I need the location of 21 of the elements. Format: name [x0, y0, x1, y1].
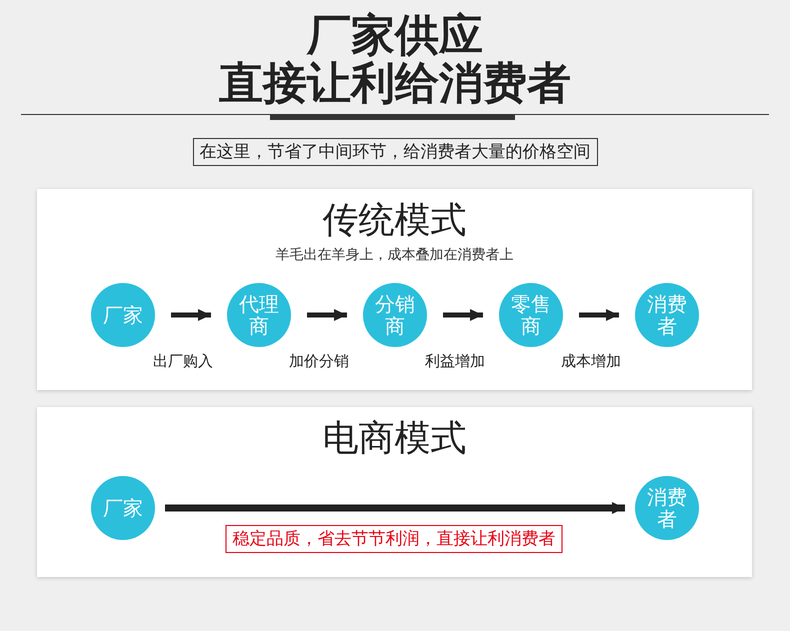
stage-label: 厂家: [102, 497, 144, 519]
arrow: [443, 309, 483, 321]
mode-panel: [37, 189, 752, 390]
panel-heading: 传统模式: [322, 201, 466, 241]
arrow: [579, 309, 619, 321]
panel-heading: 电商模式: [322, 419, 466, 459]
stage-label: 消费者: [646, 486, 688, 530]
note-box: 稳定品质，省去节节利润，直接让利消费者: [226, 525, 562, 553]
stage-label: 厂家: [102, 304, 144, 326]
main-title: 厂家供应: [307, 14, 483, 58]
arrow: [165, 502, 625, 514]
panel-subtitle: 羊毛出在羊身上，成本叠加在消费者上: [276, 246, 514, 264]
arrow: [307, 309, 347, 321]
stage-label: 代理商: [238, 293, 280, 337]
stage-label: 消费者: [646, 293, 688, 337]
main-title-line: 直接让利给消费者: [219, 62, 571, 106]
stage-label: 零售商: [510, 293, 552, 337]
arrow: [171, 309, 211, 321]
stage-label: 分销商: [374, 293, 416, 337]
mode-panel: [37, 407, 752, 577]
tagline-box: 在这里，节省了中间环节，给消费者大量的价格空间: [192, 138, 598, 166]
